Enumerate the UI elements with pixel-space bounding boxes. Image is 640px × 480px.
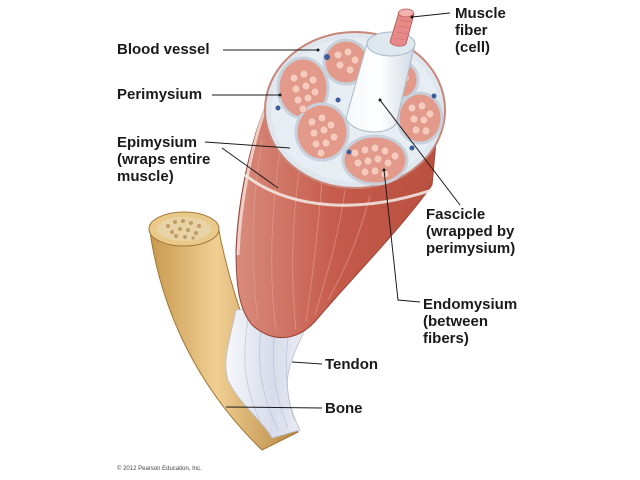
fascicle-label: Fascicle (wrapped by perimysium) — [426, 206, 515, 257]
fibers — [289, 47, 435, 179]
muscle-cross-section — [264, 8, 446, 189]
perimysium-label: Perimysium — [117, 86, 203, 103]
leader-dots — [278, 15, 414, 172]
epimysium-label-line-2: (wraps entire — [117, 151, 211, 168]
muscle-fiber-cell — [389, 8, 415, 47]
tendon-label: Tendon — [325, 356, 379, 373]
muscle-fiber-label-line-1: Muscle — [455, 5, 506, 22]
blood-vessel-label: Blood vessel — [117, 41, 210, 58]
blood-vessels — [275, 54, 437, 155]
muscle-fiber-label-line-3: (cell) — [455, 39, 491, 56]
copyright-notice: © 2012 Pearson Education, Inc. — [117, 466, 202, 472]
fascicle-label-line-2: (wrapped by — [426, 223, 515, 240]
muscle-fiber-label: Muscle fiber (cell) — [455, 5, 506, 56]
epimysium-label-line-1: Epimysium — [117, 134, 198, 151]
fascicle-label-line-1: Fascicle — [426, 206, 486, 223]
epimysium-label: Epimysium (wraps entire muscle) — [117, 134, 210, 185]
leader-lines — [204, 12, 461, 409]
bone-label: Bone — [325, 400, 363, 417]
endomysium-label: Endomysium (between fibers) — [423, 296, 517, 347]
endomysium-label-line-3: fibers) — [423, 330, 469, 347]
muscle-fiber-label-line-2: fiber — [455, 22, 488, 39]
endomysium-label-line-1: Endomysium — [423, 296, 518, 313]
endomysium-label-line-2: (between — [423, 313, 489, 330]
fascicle-label-line-3: perimysium) — [426, 240, 516, 257]
epimysium-label-line-3: muscle) — [117, 168, 174, 185]
